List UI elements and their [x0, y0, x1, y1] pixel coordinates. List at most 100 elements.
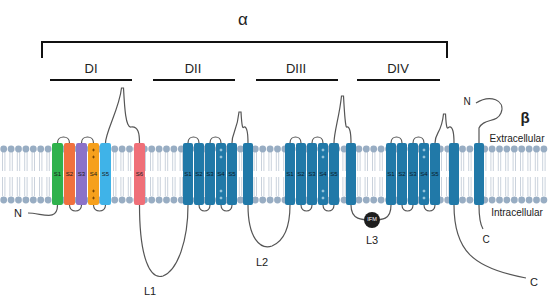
lipid-head: [518, 146, 525, 153]
lipid-tail: [468, 152, 469, 171]
lipid-head: [363, 197, 370, 204]
lipid-tail: [498, 152, 499, 171]
lipid-tail: [41, 152, 42, 171]
lipid-tail: [515, 152, 516, 171]
lipid-head: [459, 146, 466, 153]
helix-segment: S3: [408, 143, 418, 205]
lipid-tail: [471, 177, 472, 196]
domain-label: DIII: [286, 62, 306, 76]
helix-segment: S2: [64, 143, 75, 205]
peptide-chain: [28, 205, 58, 215]
lipid-tail: [254, 177, 255, 196]
lipid-tail: [545, 152, 546, 171]
helix-segment: S1: [285, 143, 295, 205]
lipid-tail: [130, 177, 131, 196]
lipid-tail: [160, 177, 161, 196]
peptide-chain: [334, 96, 351, 143]
lipid-tail: [167, 177, 168, 196]
segment-label: S3: [409, 171, 416, 177]
segment-label: S1: [54, 171, 61, 177]
lipid-tail: [19, 152, 20, 171]
lipid-head: [111, 146, 118, 153]
lipid-tail: [32, 152, 33, 171]
charge-mark: [423, 190, 426, 193]
helix-segment: S2: [296, 143, 306, 205]
lipid-tail: [157, 152, 158, 171]
lipid-tail: [239, 152, 240, 171]
domain-bar: [153, 79, 235, 81]
lipid-head: [489, 146, 496, 153]
charge-mark: [220, 197, 223, 200]
domain-bar: [256, 79, 338, 81]
lipid-tail: [530, 177, 531, 196]
lipid-tail: [461, 177, 462, 196]
lipid-tail: [241, 152, 242, 171]
lipid-head: [171, 146, 178, 153]
terminus-label: N: [14, 207, 22, 219]
lipid-tail: [513, 152, 514, 171]
lipid-tail: [372, 152, 373, 171]
helix-segment: S2: [397, 143, 407, 205]
lipid-head: [356, 197, 363, 204]
peptide-chain: [221, 205, 232, 211]
lipid-tail: [468, 177, 469, 196]
segment-label: S1: [184, 171, 191, 177]
lipid-head: [15, 197, 22, 204]
lipid-tail: [367, 177, 368, 196]
lipid-tail: [19, 177, 20, 196]
charge-mark: [423, 149, 426, 152]
segment-label: S6: [136, 171, 143, 177]
charge-mark: [322, 197, 325, 200]
lipid-tail: [128, 152, 129, 171]
lipid-tail: [150, 177, 151, 196]
lipid-tail: [498, 177, 499, 196]
lipid-tail: [239, 177, 240, 196]
segment-label: S5: [228, 171, 235, 177]
lipid-tail: [278, 177, 279, 196]
peptide-chain: [248, 205, 290, 247]
peptide-chain: [424, 205, 435, 211]
lipid-tail: [463, 177, 464, 196]
lipid-head: [533, 146, 540, 153]
lipid-head: [511, 146, 518, 153]
side-label: Intracellular: [491, 207, 543, 218]
lipid-head: [496, 146, 503, 153]
lipid-head: [533, 197, 540, 204]
lipid-tail: [39, 177, 40, 196]
lipid-tail: [446, 177, 447, 196]
lipid-tail: [17, 152, 18, 171]
lipid-tail: [505, 152, 506, 171]
peptide-chain: [402, 205, 413, 211]
lipid-tail: [342, 152, 343, 171]
lipid-head: [8, 197, 15, 204]
lipid-head: [518, 197, 525, 204]
lipid-tail: [530, 152, 531, 171]
lipid-tail: [145, 177, 146, 196]
lipid-head: [467, 197, 474, 204]
lipid-head: [126, 197, 133, 204]
lipid-tail: [545, 177, 546, 196]
lipid-head: [37, 197, 44, 204]
lipid-tail: [490, 152, 491, 171]
lipid-tail: [374, 152, 375, 171]
lipid-tail: [490, 177, 491, 196]
lipid-tail: [2, 152, 3, 171]
domain-bar: [50, 79, 132, 81]
subunit-label: β: [520, 110, 529, 127]
segment-label: S1: [286, 171, 293, 177]
helix-segment: S4: [216, 143, 226, 205]
lipid-tail: [9, 152, 10, 171]
loop-label: L1: [144, 285, 156, 297]
lipid-tail: [493, 177, 494, 196]
lipid-head: [378, 197, 385, 204]
charge-mark: [423, 156, 426, 159]
lipid-head: [356, 146, 363, 153]
lipid-tail: [165, 177, 166, 196]
lipid-tail: [46, 152, 47, 171]
lipid-tail: [172, 177, 173, 196]
lipid-head: [504, 146, 511, 153]
segment-label: S4: [420, 171, 427, 177]
lipid-tail: [34, 152, 35, 171]
lipid-tail: [367, 152, 368, 171]
lipid-tail: [115, 177, 116, 196]
